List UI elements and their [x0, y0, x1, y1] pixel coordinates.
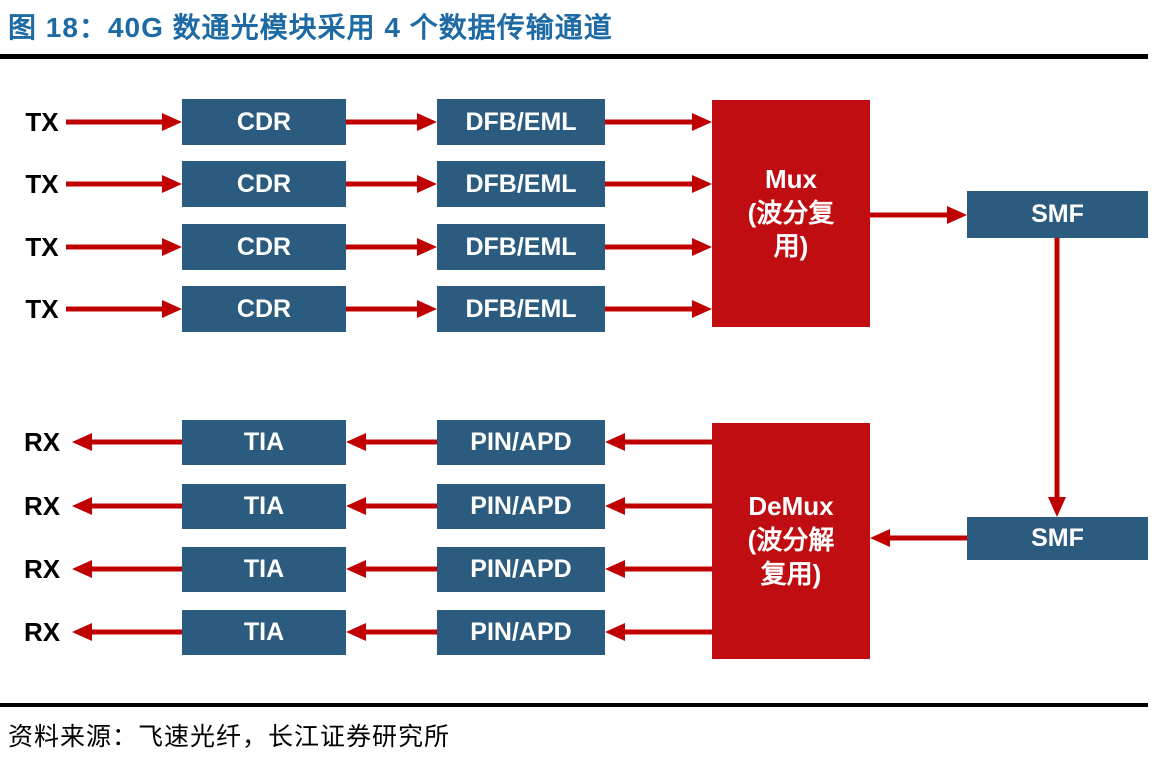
source-note: 资料来源：飞速光纤，长江证券研究所 — [8, 723, 451, 751]
smf-box-bottom: SMF — [967, 517, 1148, 560]
tx-channel-label: TX — [25, 168, 59, 199]
rx-channel-label: RX — [23, 427, 61, 457]
tia-box: TIA — [182, 610, 346, 655]
tx-channel-label: TX — [25, 293, 59, 324]
figure-title: 图 18：40G 数通光模块采用 4 个数据传输通道 — [8, 12, 613, 43]
title-divider-line — [0, 54, 1148, 59]
dfb-eml-box: DFB/EML — [437, 286, 605, 332]
pin-apd-box: PIN/APD — [437, 547, 605, 592]
cdr-box: CDR — [182, 99, 346, 145]
cdr-box: CDR — [182, 224, 346, 270]
dfb-eml-box: DFB/EML — [437, 161, 605, 207]
tia-box: TIA — [182, 420, 346, 465]
pin-apd-box: PIN/APD — [437, 484, 605, 529]
pin-apd-box: PIN/APD — [437, 420, 605, 465]
pin-apd-box: PIN/APD — [437, 610, 605, 655]
rx-channel-label: RX — [23, 617, 61, 647]
dfb-eml-box: DFB/EML — [437, 224, 605, 270]
tx-channel-label: TX — [25, 231, 59, 262]
cdr-box: CDR — [182, 286, 346, 332]
tia-box: TIA — [182, 484, 346, 529]
mux-title: Mux — [765, 163, 817, 194]
mux-box: Mux (波分复用) — [712, 100, 870, 327]
tia-box: TIA — [182, 547, 346, 592]
tx-channel-label: TX — [25, 106, 59, 137]
cdr-box: CDR — [182, 161, 346, 207]
rx-channel-label: RX — [23, 554, 61, 584]
smf-box-top: SMF — [967, 191, 1148, 238]
rx-channel-label: RX — [23, 491, 61, 521]
mux-subtitle: (波分复用) — [747, 197, 835, 262]
demux-title: DeMux — [748, 491, 834, 522]
dfb-eml-box: DFB/EML — [437, 99, 605, 145]
demux-box: DeMux (波分解复用) — [712, 423, 870, 659]
demux-subtitle: (波分解复用) — [747, 525, 835, 589]
source-divider-line — [0, 703, 1148, 707]
